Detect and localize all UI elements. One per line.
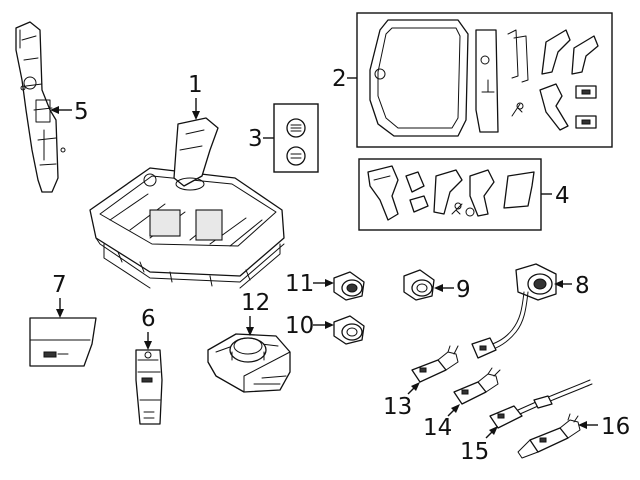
callout-11: 11	[285, 271, 334, 297]
part-8-socket-harness	[471, 263, 557, 359]
callout-9: 9	[434, 277, 471, 303]
callout-label-1: 1	[188, 72, 203, 98]
part-13-connector	[411, 345, 459, 383]
part-12-controller-module	[207, 333, 291, 393]
part-5-side-trim	[15, 21, 66, 193]
callout-2: 2	[332, 66, 357, 92]
callout-label-16: 16	[601, 414, 630, 440]
callout-3: 3	[248, 126, 274, 152]
callout-label-12: 12	[241, 290, 270, 316]
part-14-connector	[453, 367, 501, 405]
callout-label-10: 10	[285, 313, 314, 339]
callout-13: 13	[383, 382, 420, 420]
callout-label-15: 15	[460, 439, 489, 465]
part-16-connector	[517, 413, 581, 459]
callout-label-4: 4	[555, 183, 570, 209]
part-6-switch-module	[135, 349, 163, 425]
callout-label-3: 3	[248, 126, 263, 152]
callout-label-7: 7	[52, 272, 67, 298]
callout-label-2: 2	[332, 66, 347, 92]
part-15-connector-wire	[489, 379, 593, 429]
callout-label-13: 13	[383, 394, 412, 420]
part-7-trim-piece	[29, 317, 97, 367]
part-3-switch-set	[273, 103, 319, 173]
part-4-trim-kit	[358, 158, 542, 231]
callout-label-6: 6	[141, 306, 156, 332]
part-2-trim-kit	[356, 12, 613, 148]
callout-label-14: 14	[423, 415, 452, 441]
callout-label-11: 11	[285, 271, 314, 297]
callout-16: 16	[578, 414, 630, 440]
callout-15: 15	[460, 426, 498, 465]
callout-14: 14	[423, 404, 460, 441]
callout-8: 8	[554, 273, 590, 299]
callout-10: 10	[285, 313, 334, 339]
callout-5: 5	[50, 99, 89, 125]
part-1-shifter-assembly	[89, 117, 285, 289]
callout-label-8: 8	[575, 273, 590, 299]
part-11-socket	[333, 271, 365, 301]
part-10-socket	[333, 315, 365, 345]
callout-1: 1	[188, 72, 203, 120]
callout-6: 6	[141, 306, 156, 350]
callout-label-9: 9	[456, 277, 471, 303]
callout-4: 4	[541, 183, 570, 209]
callout-12: 12	[241, 290, 270, 336]
callout-label-5: 5	[74, 99, 89, 125]
callout-7: 7	[52, 272, 67, 318]
part-9-socket	[403, 269, 435, 301]
